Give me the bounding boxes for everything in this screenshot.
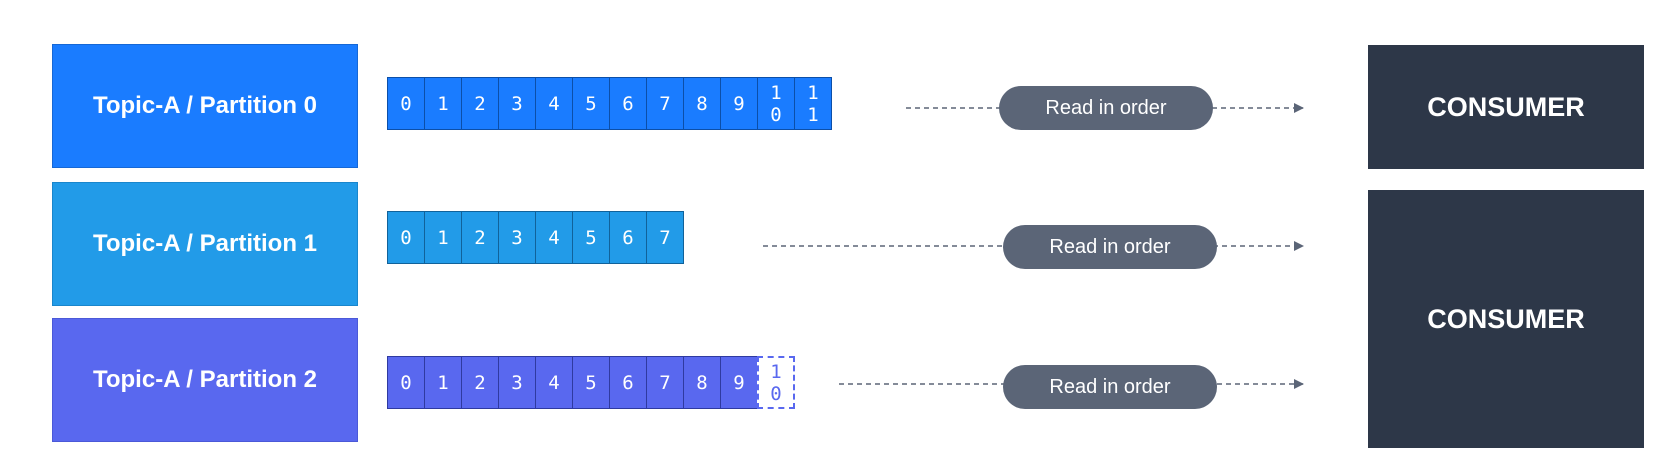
partition-2-label: Topic-A / Partition 2 — [92, 366, 317, 393]
offset-cell: 6 — [609, 211, 647, 264]
offset-cell: 8 — [683, 356, 721, 409]
offset-cell: 6 — [609, 356, 647, 409]
offset-cell: 5 — [572, 211, 610, 264]
offset-cell: 3 — [498, 77, 536, 130]
offset-cell: 1 0 — [757, 77, 795, 130]
offset-cell: 5 — [572, 356, 610, 409]
offset-cell: 4 — [535, 211, 573, 264]
read-in-order-label-0: Read in order — [1045, 96, 1167, 119]
offset-cell: 4 — [535, 356, 573, 409]
partition-2-box: Topic-A / Partition 2 — [52, 318, 358, 442]
consumer-1-label: CONSUMER — [1427, 303, 1585, 334]
consumer-0-box: CONSUMER — [1368, 45, 1644, 169]
read-in-order-pill-1: Read in order — [1003, 225, 1217, 269]
offset-cell: 0 — [387, 211, 425, 264]
partition-1-box: Topic-A / Partition 1 — [52, 182, 358, 306]
read-in-order-pill-0: Read in order — [999, 86, 1213, 130]
offset-cell: 6 — [609, 77, 647, 130]
partition-0-box: Topic-A / Partition 0 — [52, 44, 358, 168]
offset-cell: 1 — [424, 356, 462, 409]
offset-cell: 1 1 — [794, 77, 832, 130]
partition-0-label: Topic-A / Partition 0 — [92, 92, 317, 119]
offset-cell: 7 — [646, 211, 684, 264]
consumer-1-box: CONSUMER — [1368, 190, 1644, 448]
offset-cell: 2 — [461, 211, 499, 264]
partition-1-label: Topic-A / Partition 1 — [92, 230, 317, 257]
read-in-order-pill-2: Read in order — [1003, 365, 1217, 409]
offset-cell: 7 — [646, 356, 684, 409]
read-in-order-label-2: Read in order — [1049, 375, 1171, 398]
offset-cell: 5 — [572, 77, 610, 130]
read-in-order-label-1: Read in order — [1049, 235, 1171, 258]
offset-cell: 2 — [461, 356, 499, 409]
consumer-0-label: CONSUMER — [1427, 91, 1585, 122]
pending-offset-cell: 1 0 — [757, 356, 795, 409]
offset-cell: 1 — [424, 211, 462, 264]
offset-cell: 0 — [387, 77, 425, 130]
offset-cell: 4 — [535, 77, 573, 130]
offset-cell: 8 — [683, 77, 721, 130]
offset-cell: 9 — [720, 77, 758, 130]
offset-cell: 3 — [498, 356, 536, 409]
